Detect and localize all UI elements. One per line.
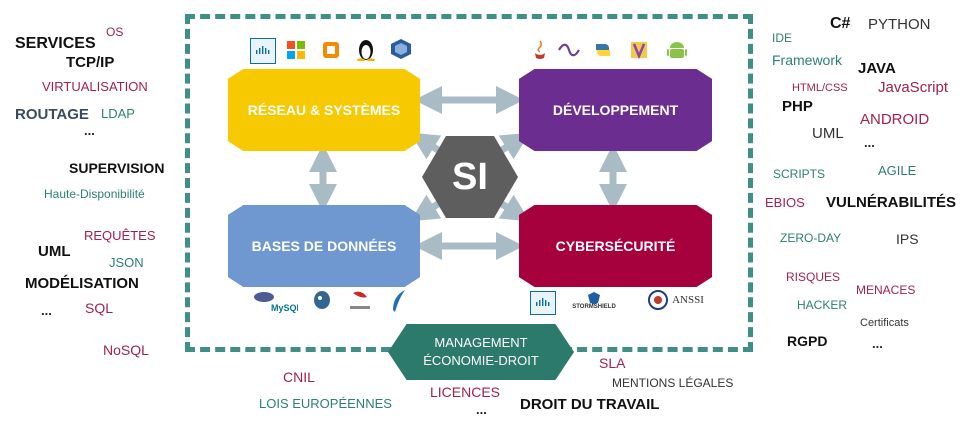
cisco-logo [250, 38, 276, 64]
kw-python: PYTHON [868, 16, 931, 33]
kw-ips: IPS [896, 231, 919, 247]
visual-csharp-logo [556, 40, 582, 60]
kw-certificats: Certificats [860, 317, 909, 329]
cisco-security-logo [530, 291, 556, 315]
management-line1: MANAGEMENT [434, 335, 528, 351]
kw-droit-du-travail: DROIT DU TRAVAIL [520, 396, 660, 413]
box-reseau-systemes: RÉSEAU & SYSTÈMES [228, 69, 420, 151]
kw-lois-europeennes: LOIS EUROPÉENNES [259, 396, 392, 411]
box-developpement: DÉVELOPPEMENT [519, 69, 712, 151]
microsoft-logo [286, 40, 306, 60]
kw-ellipsis-5: ... [476, 402, 487, 417]
kw-menaces: MENACES [856, 283, 916, 297]
kw-routage: ROUTAGE [15, 106, 89, 123]
kw-java: JAVA [858, 60, 896, 77]
box-cybersecurite: CYBERSÉCURITÉ [519, 205, 712, 287]
kw-sql: SQL [85, 300, 114, 316]
sql-server-logo [346, 288, 374, 314]
box-label: BASES DE DONNÉES [251, 238, 397, 254]
java-logo [530, 38, 550, 62]
kw-agile: AGILE [878, 163, 917, 178]
lazarus-logo [628, 39, 650, 61]
kw-ellipsis-3: ... [864, 135, 875, 150]
kw-ellipsis-4: ... [872, 336, 883, 351]
kw-php: PHP [782, 98, 813, 115]
kw-vulnerabilites: VULNÉRABILITÉS [826, 194, 957, 211]
kw-tcpip: TCP/IP [66, 54, 115, 71]
management-hexagon: MANAGEMENT ÉCONOMIE-DROIT [388, 324, 574, 380]
stormshield-text: STORMSHIELD [572, 304, 616, 310]
kw-hacker: HACKER [797, 298, 848, 312]
kw-ldap: LDAP [101, 106, 135, 121]
kw-json: JSON [109, 255, 144, 270]
kw-scripts: SCRIPTS [773, 167, 826, 181]
kw-ellipsis-1: ... [84, 123, 95, 138]
kw-haute-disponibilite: Haute-Disponibilité [44, 187, 145, 201]
kw-framework: Framework [772, 52, 843, 68]
kw-javascript: JavaScript [878, 79, 949, 96]
python-logo [592, 39, 614, 61]
kw-uml-left: UML [38, 243, 71, 260]
php-mysql-logo: MySQL [252, 290, 298, 314]
si-hexagon: SI [422, 136, 518, 218]
kw-supervision: SUPERVISION [69, 160, 165, 176]
box-label: DÉVELOPPEMENT [552, 102, 679, 118]
box-label: CYBERSÉCURITÉ [555, 238, 676, 254]
kw-mentions-legales: MENTIONS LÉGALES [612, 376, 734, 390]
arrow-si-bdd [410, 194, 442, 222]
kw-virtualisation: VIRTUALISATION [42, 79, 148, 94]
arrow-si-reseau [410, 132, 442, 160]
kw-zero-day: ZERO-DAY [780, 231, 842, 245]
sql-feather-logo [388, 287, 410, 315]
arrow-si-dev [498, 132, 530, 160]
kw-os: OS [106, 25, 124, 39]
kw-android: ANDROID [860, 111, 930, 128]
kw-requetes: REQUÊTES [84, 228, 156, 243]
box-label: RÉSEAU & SYSTÈMES [247, 102, 401, 118]
anssi-logo: ANSSI [640, 288, 712, 312]
postgresql-logo [310, 288, 334, 314]
arrow-si-cyber [498, 194, 530, 222]
kw-rgpd: RGPD [787, 333, 828, 349]
kw-sla: SLA [599, 355, 626, 371]
kw-risques: RISQUES [786, 270, 841, 284]
kw-ebios: EBIOS [765, 195, 805, 210]
anssi-text: ANSSI [672, 294, 704, 306]
vmware-logo [320, 39, 342, 61]
kw-services: SERVICES [15, 35, 96, 52]
kw-csharp: C# [830, 15, 851, 32]
stormshield-logo: STORMSHIELD [566, 288, 622, 314]
kw-modelisation: MODÉLISATION [25, 275, 139, 292]
kw-html-css: HTML/CSS [792, 82, 848, 94]
kw-cnil: CNIL [283, 369, 315, 385]
kw-licences: LICENCES [430, 384, 501, 400]
kw-nosql: NoSQL [103, 342, 149, 358]
linux-tux-logo [355, 36, 377, 62]
android-logo [666, 38, 688, 62]
kw-ide: IDE [772, 31, 793, 45]
virtualbox-logo [388, 36, 414, 62]
kw-ellipsis-2: ... [41, 303, 52, 318]
kw-uml-right: UML [812, 125, 844, 142]
mysql-text: MySQL [271, 303, 298, 313]
management-line2: ÉCONOMIE-DROIT [423, 353, 539, 368]
box-bases-de-donnees: BASES DE DONNÉES [228, 205, 420, 287]
si-label: SI [452, 155, 488, 198]
